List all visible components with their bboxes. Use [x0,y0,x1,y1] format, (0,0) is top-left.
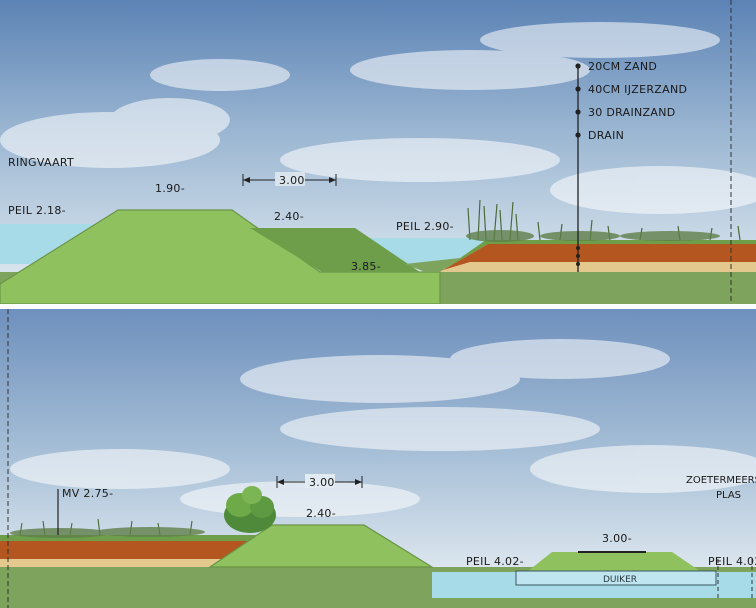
water-label-ringvaart: RINGVAART [8,156,74,169]
ground-level-label: MV 2.75- [62,487,113,500]
soil-iron-sand-layer [443,244,756,270]
culvert-box [515,570,717,586]
legend-item-zand: 20CM ZAND [588,60,657,73]
dike-main [210,525,432,567]
cross-section-bottom: DUIKER MV 2.75- 3.00 2.40- PEIL 4.02- 3.… [0,309,756,608]
level-left-top: PEIL 2.18- [8,204,66,217]
legend-item-drain: DRAIN [588,129,624,142]
level-right-bottom: PEIL 4.02- [708,555,756,568]
width-dimension-top: 3.00 [279,174,305,187]
dike-berm [250,228,420,272]
berm-level-top: 2.40- [274,210,304,223]
shrub [224,486,276,533]
clouds [10,339,756,517]
ditch-bottom-level: 3.85- [351,260,381,273]
dike-level-bottom: 2.40- [306,507,336,520]
legend-item-ijzerzand: 40CM IJZERZAND [588,83,687,96]
island [528,552,700,571]
cross-section-bottom-svg: DUIKER MV 2.75- 3.00 2.40- PEIL 4.02- 3.… [0,309,756,608]
legend-item-drainzand: 30 DRAINZAND [588,106,676,119]
width-dimension-bottom: 3.00 [309,476,335,489]
clouds [0,22,756,214]
dike-main [0,210,440,304]
level-left-bottom: PEIL 4.02- [466,555,524,568]
cross-section-top-svg: 20CM ZAND 40CM IJZERZAND 30 DRAINZAND DR… [0,0,756,304]
soil-iron-sand-layer [0,541,260,559]
island-width: 3.00- [602,532,632,545]
cross-section-top: 20CM ZAND 40CM IJZERZAND 30 DRAINZAND DR… [0,0,756,304]
level-right-top: PEIL 2.90- [396,220,454,233]
water-label-line1: ZOETERMEERSE [686,475,756,486]
water-label-line2: PLAS [716,490,741,501]
culvert-label: DUIKER [603,575,637,585]
dike-crest-level: 1.90- [155,182,185,195]
